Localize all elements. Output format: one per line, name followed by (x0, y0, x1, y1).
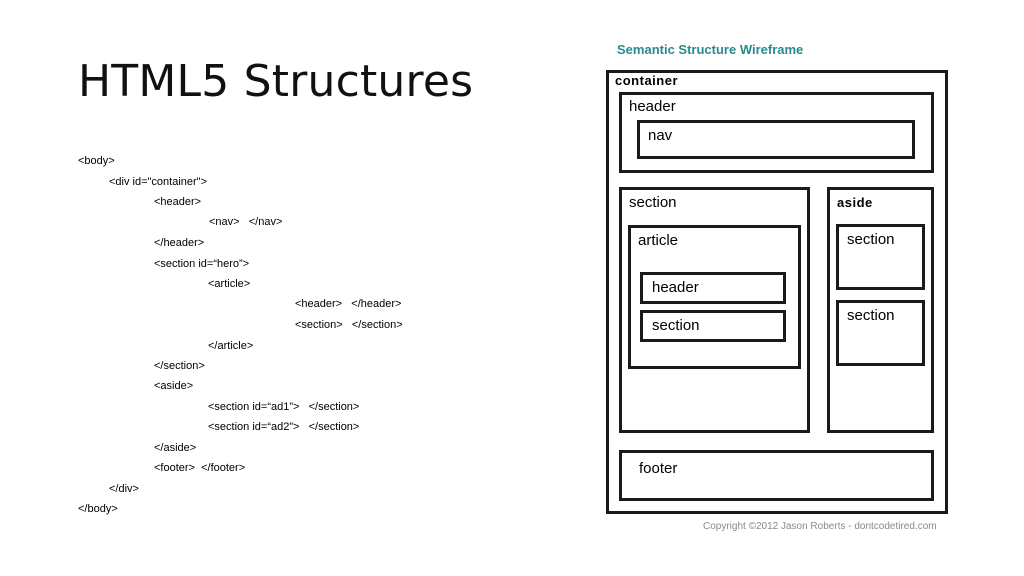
code-line: <nav> </nav> (209, 216, 283, 228)
footer-label: footer (639, 460, 678, 477)
code-line: <header> </header> (295, 298, 402, 310)
code-line: </body> (78, 503, 118, 515)
section-label: section (629, 194, 677, 211)
code-line: <header> (154, 196, 202, 208)
code-line: <section id=“hero”> (154, 258, 250, 270)
nav-label: nav (648, 127, 673, 144)
article-section-label: section (652, 317, 700, 334)
code-line: <article> (208, 278, 251, 290)
container-label: container (615, 73, 679, 88)
slide-title: HTML5 Structures (78, 56, 474, 107)
aside-section-label-2: section (847, 307, 895, 324)
code-line: <section id=“ad1”> </section> (208, 401, 360, 413)
code-line: </header> (154, 237, 205, 249)
article-label: article (638, 232, 679, 249)
code-line: <section id=“ad2”> </section> (208, 421, 360, 433)
code-line: <section> </section> (295, 319, 403, 331)
code-line: </section> (154, 360, 205, 372)
code-line: <footer> </footer> (154, 462, 246, 474)
code-line: </div> (109, 483, 139, 495)
code-line: <body> (78, 155, 115, 167)
article-header-box (640, 272, 786, 304)
aside-section-label-1: section (847, 231, 895, 248)
header-label: header (629, 98, 676, 115)
copyright-text: Copyright ©2012 Jason Roberts - dontcode… (703, 521, 937, 532)
code-line: </aside> (154, 442, 197, 454)
code-line: <aside> (154, 380, 194, 392)
wireframe-title: Semantic Structure Wireframe (617, 42, 804, 57)
nav-box (637, 120, 915, 159)
code-line: <div id="container"> (109, 176, 208, 188)
footer-box (619, 450, 934, 501)
article-header-label: header (652, 279, 699, 296)
aside-section-box-2 (836, 300, 925, 366)
article-section-box (640, 310, 786, 342)
aside-section-box-1 (836, 224, 925, 290)
aside-label: aside (837, 195, 873, 210)
code-line: </article> (208, 340, 254, 352)
